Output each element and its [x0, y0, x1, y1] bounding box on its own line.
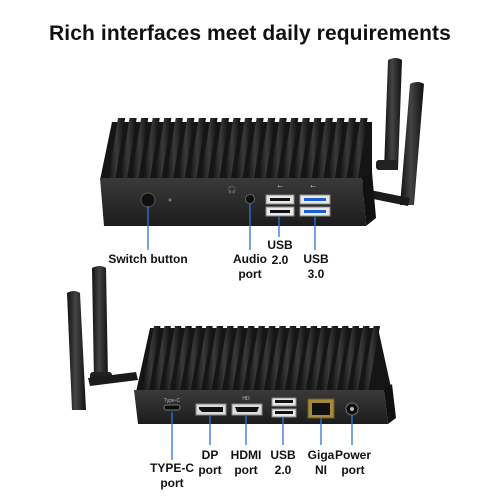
usb3-icon: ⭠ [310, 182, 316, 190]
heatsink-fin [152, 326, 171, 392]
heatsink-fin [281, 118, 299, 180]
heatsink-fin [108, 118, 126, 180]
bottom-callout-lines [171, 412, 353, 460]
heatsink-fin [165, 118, 183, 180]
heatsink-fin [131, 118, 149, 180]
type-c-panel-text: Type-C [164, 398, 181, 404]
antenna-icon [356, 58, 424, 206]
heatsink-fin [351, 326, 370, 392]
hdmi-label: HDMI port [230, 448, 262, 477]
heatsink-fin [223, 118, 241, 180]
heatsink-fin [327, 118, 345, 180]
top-mini-pc: 🎧 ⭠ ⭠ [100, 58, 424, 226]
heatsink-fin [162, 326, 182, 392]
heatsink-fin [267, 326, 286, 392]
dp-label: DP port [198, 448, 222, 477]
heatsink-fin [177, 118, 195, 180]
heatsink-fin [298, 326, 318, 392]
heatsink-fin [173, 326, 192, 392]
page-headline: Rich interfaces meet daily requirements [49, 22, 451, 45]
heatsink-fin [338, 118, 357, 180]
heatsink-fin [350, 118, 368, 180]
heatsink-fin [319, 326, 339, 392]
heatsink-fin [119, 118, 137, 180]
type-c-label: TYPE-C port [149, 461, 194, 490]
giga-ni-label: Giga NI [307, 448, 335, 477]
heatsink-fin [288, 326, 307, 392]
switch-button-label: Switch button [108, 252, 188, 266]
heatsink-fin [257, 326, 276, 392]
heatsink-fin [215, 326, 234, 392]
heatsink-fin [204, 326, 224, 392]
power-port-label: Power port [334, 448, 371, 477]
bottom-mini-pc: Type-C HD [67, 266, 396, 424]
headphone-icon: 🎧 [228, 185, 237, 194]
power-button-icon [140, 192, 156, 208]
usb2-label-bottom: USB 2.0 [270, 448, 296, 477]
heatsink-fin [315, 118, 333, 180]
heatsink-fin [258, 118, 276, 180]
heatsink-fin [277, 326, 297, 392]
heatsink-fin [142, 326, 161, 392]
heatsink-fin [361, 326, 381, 392]
usb3-label-top: USB 3.0 [303, 252, 329, 281]
heatsink-fin [211, 118, 230, 180]
heatsink-fin [183, 326, 203, 392]
antenna-icon [67, 266, 138, 410]
audio-port-label: Audio port [233, 252, 267, 281]
heatsink-fin [154, 118, 172, 180]
heatsink-fin [142, 118, 160, 180]
heatsink-fin [330, 326, 349, 392]
usb2-label-top: USB 2.0 [267, 238, 293, 267]
heatsink-fin [200, 118, 218, 180]
heatsink-fin [246, 326, 266, 392]
heatsink-fin [235, 118, 253, 180]
heatsink-fin [225, 326, 245, 392]
heatsink-fin [188, 118, 206, 180]
heatsink-fin [309, 326, 328, 392]
heatsink-fin [292, 118, 310, 180]
heatsink-fin [194, 326, 213, 392]
heatsink-fin [304, 118, 322, 180]
heatsink-fin [236, 326, 255, 392]
heatsink-fin [340, 326, 360, 392]
top-callout-lines [147, 204, 316, 250]
heatsink-fin [246, 118, 264, 180]
hdmi-panel-text: HD [242, 396, 250, 402]
heatsink-fin [269, 118, 287, 180]
usb-icon: ⭠ [277, 182, 283, 190]
